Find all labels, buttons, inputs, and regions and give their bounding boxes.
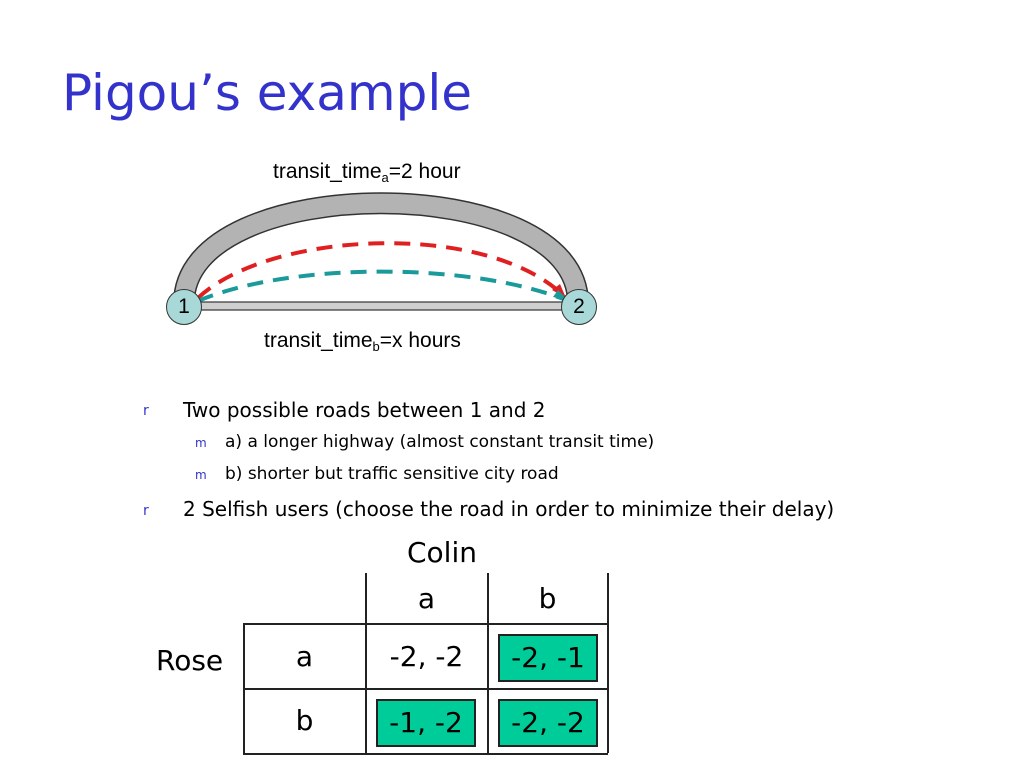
label-b-rest: =x hours [379,329,461,352]
sub-bullet-1: a) a longer highway (almost constant tra… [225,432,655,452]
sub-bullet-marker-1: m [195,436,207,450]
label-a-main: transit_time [273,160,382,183]
table-vline-0 [243,623,245,753]
label-transit-time-b: transit_timeb=x hours [264,329,461,354]
city-road-b [189,301,575,311]
table-hline-3 [243,753,608,755]
highway-road-a [173,192,589,304]
teal-dashed-path [197,269,567,303]
sub-bullet-marker-2: m [195,468,207,482]
node-2: 2 [561,289,597,325]
payoff-a-b: -2, -1 [498,634,598,682]
bullet-1: Two possible roads between 1 and 2 [183,398,546,422]
red-dashed-path [196,241,568,300]
label-b-main: transit_time [264,329,373,352]
payoff-a-a: -2, -2 [389,640,464,673]
payoff-b-b: -2, -2 [498,699,598,747]
table-hline-2 [243,688,608,690]
bullet-marker-1: r [143,403,149,419]
slide-title: Pigou’s example [62,64,473,122]
label-a-rest: =2 hour [388,160,461,183]
row-player-label: Rose [156,644,224,677]
table-vline-1 [365,573,367,753]
column-header-a: a [417,582,436,615]
label-transit-time-a: transit_timea=2 hour [273,160,461,185]
label-a-sub: a [381,170,389,185]
payoff-b-a: -1, -2 [376,699,476,747]
table-hline-1 [243,623,608,625]
sub-bullet-2: b) shorter but traffic sensitive city ro… [225,464,559,484]
node-1: 1 [166,289,202,325]
bullet-2: 2 Selfish users (choose the road in orde… [183,497,835,521]
row-header-b: b [295,704,314,737]
bullet-marker-2: r [143,503,149,519]
column-player-label: Colin [407,536,477,569]
label-b-sub: b [372,339,380,354]
row-header-a: a [295,640,314,673]
table-vline-2 [487,573,489,753]
network-diagram [173,192,589,311]
column-header-b: b [538,582,557,615]
highway-road-a-fill [174,193,588,304]
table-vline-3 [607,573,609,753]
